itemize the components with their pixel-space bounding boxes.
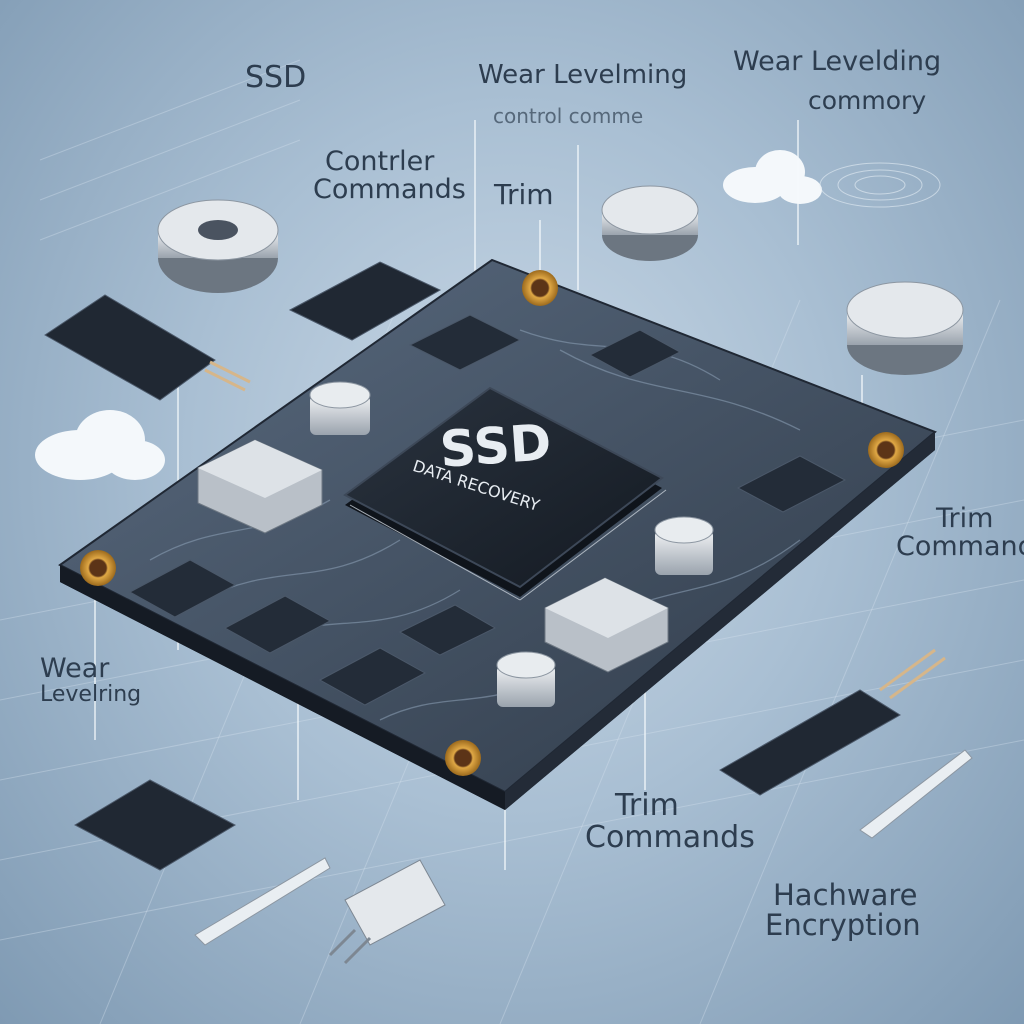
label-ssd: SSD [245,60,307,95]
floating-chip [44,261,901,871]
label-line: Wear [40,653,110,684]
label-line: Trim [615,788,679,823]
signal-ripple-icon [819,162,941,208]
label-line: Trim [936,503,994,534]
label-line: Commands [313,174,466,206]
label-line: Encryption [765,908,921,943]
cloud-icon [723,150,822,204]
label-commory: commory [808,86,927,115]
label-line: Command [896,531,1024,563]
mounting-hole [80,270,904,776]
label-line: Hachware [773,878,918,912]
label-trim-top: Trim [494,178,554,211]
label-line: Commands [585,819,755,855]
floating-ssd-coin [846,281,964,375]
capacitor [309,381,714,707]
cloud-icon [35,410,165,480]
connector-pins [204,360,946,700]
label-wear-leveling-top: Wear Levelming [478,60,688,90]
label-trim-command-right: Trim Command [896,503,1024,562]
floating-coin-component [157,199,279,293]
floating-coin-component [601,185,699,261]
probe-tool-icon [194,749,973,946]
usb-connector-icon [328,859,446,965]
label-wear-leveling-right: Wear Levelding [733,46,942,77]
chip-title: SSD [438,413,554,479]
label-controller-commands: Contrler Commands [313,146,466,205]
inductor-block [197,439,669,673]
label-wear-leveling-left: Wear Levelring [40,653,142,708]
label-trim-commands-bottom: Trim Commands [585,790,755,853]
label-line: Levelring [40,682,142,708]
controller-chip [343,386,667,601]
label-line: Contrler [325,146,435,177]
memory-chip [128,314,847,706]
label-controller-commands-top: control comme [493,104,644,128]
label-hardware-encryption: Hachware Encryption [765,880,921,941]
